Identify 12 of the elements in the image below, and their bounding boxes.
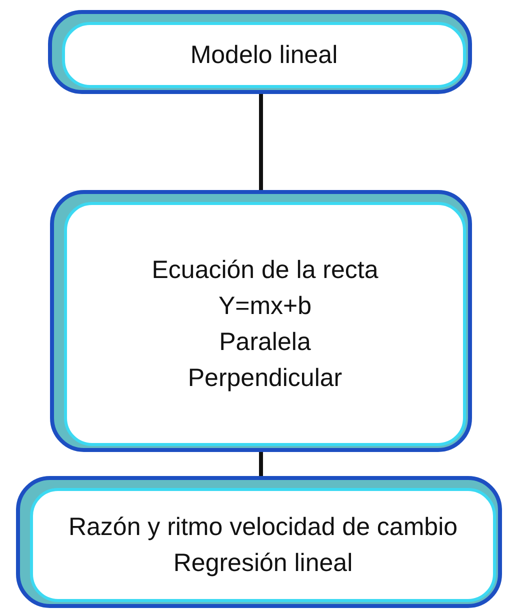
connector-line bbox=[259, 94, 263, 190]
rounded-box bbox=[48, 10, 472, 94]
node-text: Y=mx+b bbox=[218, 291, 312, 321]
node-text: Ecuación de la recta bbox=[152, 255, 378, 285]
rounded-box bbox=[50, 190, 472, 452]
node-text: Modelo lineal bbox=[190, 40, 338, 70]
node-text: Paralela bbox=[219, 327, 311, 357]
connector-line bbox=[259, 452, 263, 476]
node-text: Razón y ritmo velocidad de cambio bbox=[68, 512, 458, 542]
node-text: Regresión lineal bbox=[173, 548, 353, 578]
node-text: Perpendicular bbox=[188, 363, 342, 393]
rounded-box bbox=[16, 476, 502, 608]
